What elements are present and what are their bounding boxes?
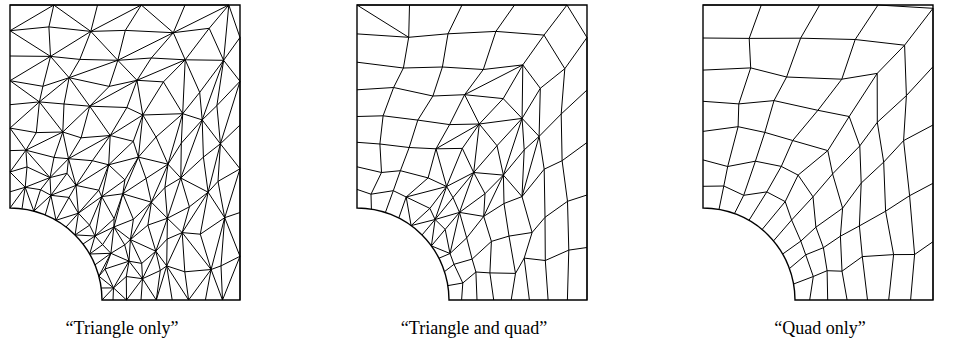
mesh-lines bbox=[10, 5, 240, 300]
mesh-caption: “Quad only” bbox=[774, 318, 865, 339]
mesh-caption: “Triangle and quad” bbox=[401, 318, 547, 339]
domain-outline bbox=[10, 5, 240, 300]
mesh-caption: “Triangle only” bbox=[66, 318, 179, 339]
domain-outline bbox=[703, 5, 933, 300]
domain-outline bbox=[357, 5, 587, 300]
mesh-lines bbox=[703, 5, 933, 300]
mesh-lines bbox=[357, 5, 587, 300]
